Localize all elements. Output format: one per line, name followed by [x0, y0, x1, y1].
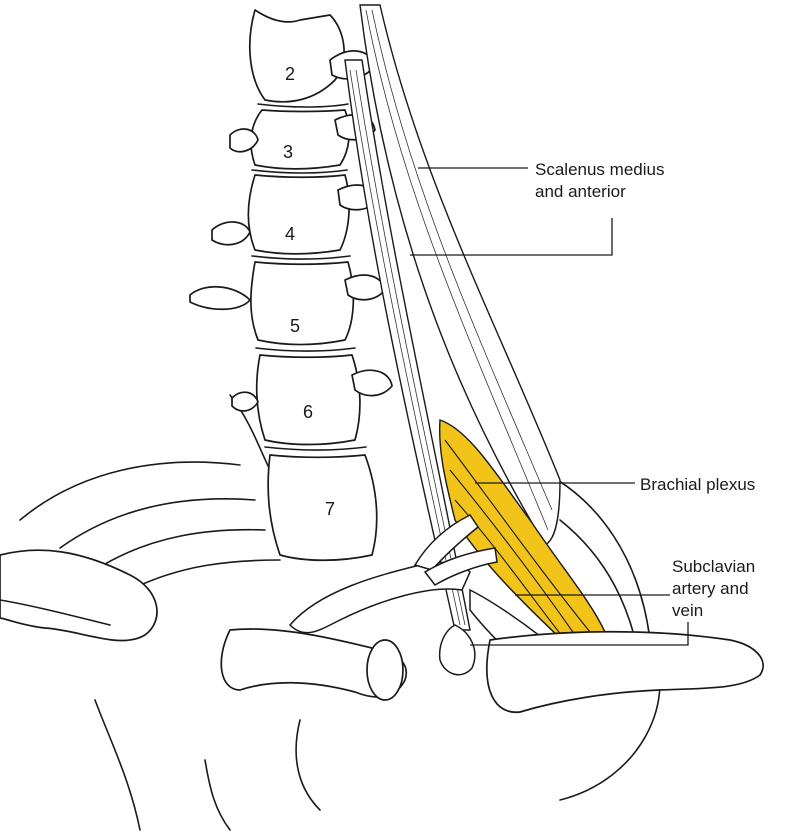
vertebra-number-4: 4: [285, 224, 295, 244]
vertebra-number-3: 3: [283, 142, 293, 162]
label-scalenus-line1: Scalenus medius: [535, 160, 664, 179]
vertebra-number-7: 7: [325, 499, 335, 519]
vertebra-number-5: 5: [290, 316, 300, 336]
label-subclavian-line1: Subclavian: [672, 557, 755, 576]
label-subclavian-line2: artery and: [672, 579, 749, 598]
vertebra-number-2: 2: [285, 64, 295, 84]
label-brachial-plexus: Brachial plexus: [640, 475, 755, 494]
label-subclavian-line3: vein: [672, 601, 703, 620]
left-clavicle: [0, 550, 157, 640]
vertebra-number-6: 6: [303, 402, 313, 422]
label-scalenus-line2: and anterior: [535, 182, 626, 201]
labels: Scalenus medius and anterior Brachial pl…: [535, 160, 755, 620]
right-clavicle: [221, 629, 763, 712]
